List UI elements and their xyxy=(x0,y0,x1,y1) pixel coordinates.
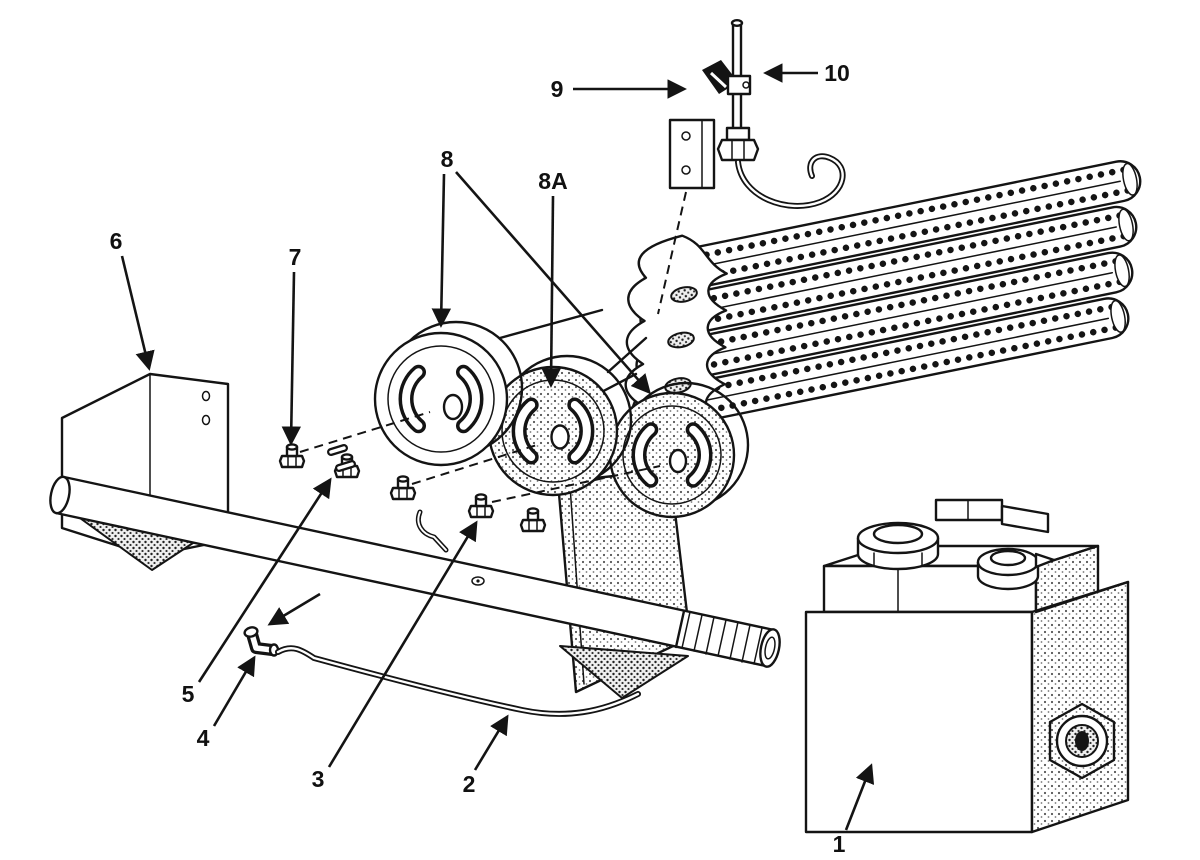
callout-4: 4 xyxy=(197,655,256,751)
callout-10-label: 10 xyxy=(824,60,850,86)
callout-3-label: 3 xyxy=(312,766,325,792)
callout-2-leader xyxy=(473,714,509,771)
burner-ring-1 xyxy=(373,320,524,467)
orifice-spud xyxy=(389,475,417,501)
callout-8a: 8A xyxy=(538,168,568,388)
pilot-mounting-bracket xyxy=(668,118,716,190)
callout-9: 9 xyxy=(551,76,687,102)
control-knob xyxy=(976,547,1056,591)
callout-2-label: 2 xyxy=(463,771,476,797)
callout-1-label: 1 xyxy=(833,831,846,857)
orifice-spuds xyxy=(278,443,547,553)
callout-5-leader xyxy=(197,477,332,683)
callout-4-leader xyxy=(212,655,256,727)
callout-8a-label: 8A xyxy=(538,168,567,194)
burner-pins xyxy=(327,444,356,472)
callout-8a-leader xyxy=(541,195,561,388)
callout-1-leader xyxy=(844,763,875,831)
orifice-spud-7 xyxy=(278,443,306,469)
callout-9-label: 9 xyxy=(551,76,564,102)
callout-7: 7 xyxy=(281,244,302,446)
callout-4-label: 4 xyxy=(197,725,210,751)
valve-side-port xyxy=(1048,702,1116,780)
callouts-layer: 1 2 3 45 6 7 8 8A 9 10 xyxy=(110,60,875,857)
assembly-axis-lines xyxy=(299,411,661,503)
attachment-arrow xyxy=(267,592,321,626)
burner-ring-3 xyxy=(608,381,750,519)
callout-5-label: 5 xyxy=(182,681,195,707)
callout-8-leader xyxy=(431,173,452,328)
pilot-adjust-cap xyxy=(856,521,940,571)
pilot-supply-tube xyxy=(275,645,641,717)
callout-7-label: 7 xyxy=(289,244,302,270)
callout-3-leader xyxy=(327,520,478,768)
callout-8-label: 8 xyxy=(441,146,454,172)
callout-10: 10 xyxy=(763,60,850,86)
callout-5: 5 xyxy=(182,477,332,707)
orifice-spud-3 xyxy=(467,493,495,519)
heat-exchanger xyxy=(624,160,1142,435)
callout-3: 3 xyxy=(312,520,478,792)
callout-6: 6 xyxy=(110,228,155,371)
callout-7-leader xyxy=(281,271,302,446)
gas-valve xyxy=(804,498,1130,834)
manifold-pipe xyxy=(49,475,781,668)
elbow-fitting xyxy=(243,626,280,657)
callout-1: 1 xyxy=(833,763,875,857)
callout-2: 2 xyxy=(463,714,509,797)
callout-6-leader xyxy=(120,255,155,371)
orifice-spud xyxy=(519,507,547,533)
pilot-burner-assembly xyxy=(657,19,846,315)
callout-6-label: 6 xyxy=(110,228,123,254)
